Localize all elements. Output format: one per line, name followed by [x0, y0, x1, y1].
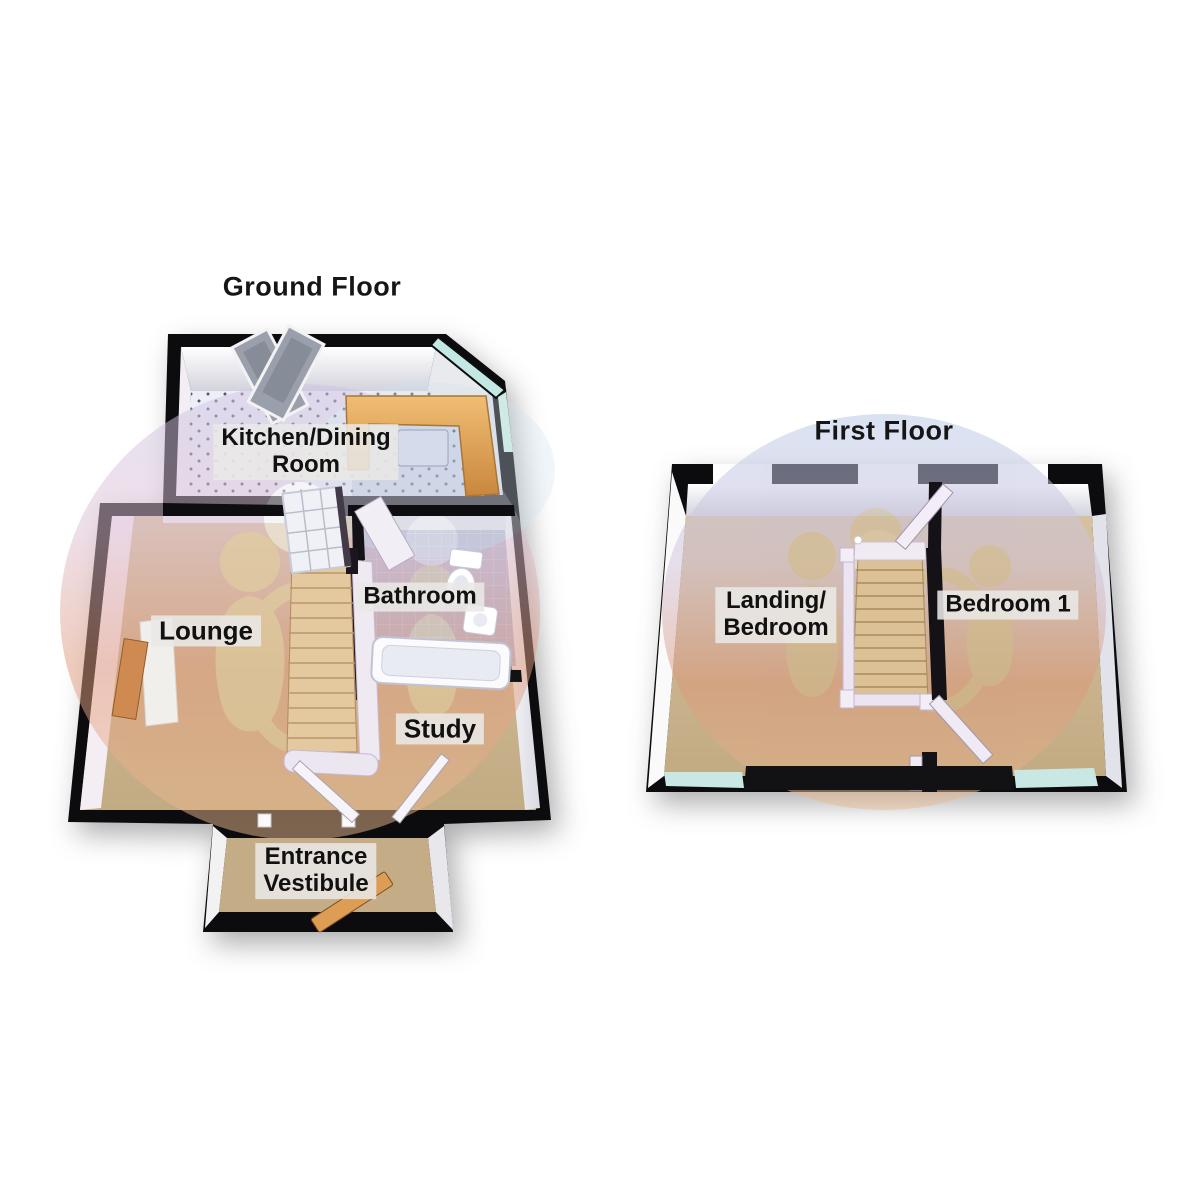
bottom-window-right: [1014, 768, 1098, 788]
label-kitchen-dining-room: Kitchen/Dining Room: [213, 424, 399, 480]
label-bathroom: Bathroom: [355, 582, 485, 612]
label-study: Study: [395, 713, 485, 745]
label-bedroom-1: Bedroom 1: [937, 590, 1079, 620]
bedroom-door-bottom: [928, 694, 994, 765]
label-lounge: Lounge: [151, 615, 261, 647]
bedroom-door-top: [894, 483, 954, 550]
kitchen-glazed-door: [281, 485, 352, 575]
bathtub: [370, 635, 512, 691]
stair-top-landing: [853, 541, 927, 561]
ground-floor-title: Ground Floor: [222, 271, 402, 302]
french-door-right: [246, 323, 326, 423]
vestibule-east-wall-face: [428, 826, 453, 930]
bottom-window-left: [664, 772, 744, 788]
counter-sink: [397, 429, 449, 467]
hall-door-left-leaf: [291, 760, 361, 824]
staircase-first: [839, 535, 935, 711]
bathroom-door: [354, 495, 416, 572]
landing-bedroom-partition-wall: [926, 548, 947, 700]
study-door-leaf: [391, 753, 450, 824]
newel-ball: [853, 535, 863, 545]
kitchen-side-window: [498, 392, 513, 452]
first-floor-plan: [646, 414, 1127, 810]
first-floor-title: First Floor: [814, 415, 954, 446]
ground-floor-plan: [60, 323, 555, 933]
label-landing-bedroom: Landing/ Bedroom: [715, 587, 837, 643]
kitchen-corner-window: [429, 335, 507, 400]
banister-newel-2: [839, 689, 855, 709]
banister-left-rail: [842, 551, 855, 705]
hall-door-post-left: [257, 813, 272, 828]
banister-newel-1: [839, 547, 855, 563]
vestibule-west-wall-face: [205, 826, 227, 928]
first-floor-bottom-inner-wall: [744, 766, 1014, 790]
label-entrance-vestibule: Entrance Vestibule: [255, 843, 377, 899]
kitchen-lounge-divider-wall: [163, 503, 285, 516]
kitchen-corner-wall-face: [427, 347, 492, 404]
bathroom-sink: [462, 604, 498, 636]
